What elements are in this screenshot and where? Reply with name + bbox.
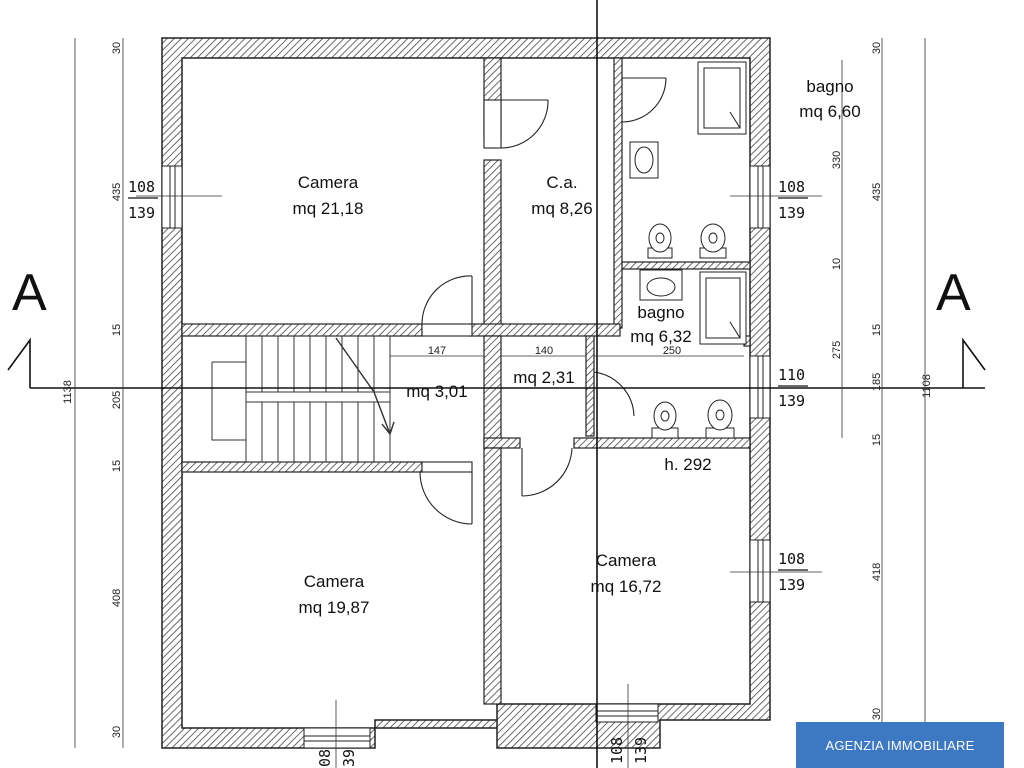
door-bath-lower <box>593 371 635 420</box>
wall-horizontal-corridor-bottom <box>483 437 521 449</box>
door-camera-bottom-right <box>521 447 573 497</box>
shower-lower <box>699 271 747 345</box>
window-right-bottom-w: 108 <box>778 550 805 568</box>
window-label-dividers <box>128 197 808 571</box>
agency-badge-text: AGENZIA IMMOBILIARE <box>825 737 975 753</box>
room-corridor-area: mq 2,31 <box>513 368 574 387</box>
stair-treads-bottom <box>261 402 375 462</box>
room-height-note: h. 292 <box>664 455 711 474</box>
window-labels: 108 139 108 139 110 139 108 139 108 139 … <box>128 178 805 768</box>
room-camera-bottom-right-name: Camera <box>596 551 657 570</box>
section-mark-right: A <box>936 264 971 322</box>
door-camera-top-left <box>421 275 473 337</box>
dim-right-inner-c: 275 <box>831 341 843 359</box>
dim-right-e: 15 <box>871 434 883 446</box>
window-bottom-mid-w: 108 <box>608 737 626 764</box>
wall-vertical-bath-top <box>613 57 623 329</box>
dim-right-inner-a: 330 <box>831 151 843 169</box>
dim-right-f: 418 <box>871 563 883 581</box>
room-camera-bottom-left-area: mq 19,87 <box>299 598 370 617</box>
dim-right-a: 30 <box>871 42 883 54</box>
wall-vertical-center-upper <box>483 159 502 329</box>
dim-left-a: 30 <box>111 42 123 54</box>
room-camera-top-left-name: Camera <box>298 173 359 192</box>
room-bath-lower-name: bagno <box>637 303 684 322</box>
dim-left-g: 30 <box>111 726 123 738</box>
window-left-top-h: 139 <box>128 204 155 222</box>
room-closet-area: mq 8,26 <box>531 199 592 218</box>
dim-left-e: 15 <box>111 460 123 472</box>
door-camera-bottom-left <box>419 461 473 525</box>
dim-corridor-width: 140 <box>535 345 553 357</box>
dim-right-total: 1108 <box>921 374 933 398</box>
window-bottom-left-w: 108 <box>316 749 334 768</box>
room-bath-lower-area: mq 6,32 <box>630 327 691 346</box>
window-bottom-left-h: 139 <box>340 749 358 768</box>
window-right-top <box>749 165 771 229</box>
stair-treads-top <box>261 336 375 392</box>
wall-horizontal-mid-left <box>181 323 423 337</box>
room-camera-bottom-left-name: Camera <box>304 572 365 591</box>
sanitary-fixtures <box>629 61 747 439</box>
window-right-bottom <box>749 539 771 603</box>
dim-left-f: 408 <box>111 589 123 607</box>
wall-horizontal-bath-bottom <box>573 437 751 449</box>
room-bath-upper-name: bagno <box>806 77 853 96</box>
inner-dimensions: 147 140 250 <box>428 345 681 357</box>
window-bottom-mid <box>595 703 659 723</box>
window-right-top-h: 139 <box>778 204 805 222</box>
window-right-mid-h: 139 <box>778 392 805 410</box>
right-dimensions: 1108 30 435 15 185 15 418 30 330 10 275 <box>831 42 933 720</box>
room-stair-hall-area: mq 3,01 <box>406 382 467 401</box>
section-lines <box>7 0 986 768</box>
stair-outline <box>245 335 391 463</box>
room-bath-upper-area: mq 6,60 <box>799 102 860 121</box>
window-bottom-mid-h: 139 <box>632 737 650 764</box>
wall-vertical-stair-corridor <box>483 335 502 447</box>
agency-badge: AGENZIA IMMOBILIARE <box>796 722 1004 768</box>
door-bath-upper <box>621 77 667 123</box>
shower-upper <box>697 61 747 135</box>
wall-horizontal-bath-split <box>621 261 751 270</box>
wall-horizontal-stair-bottom <box>181 461 423 473</box>
interior-walls <box>181 57 751 705</box>
wall-vertical-bottom-center <box>483 447 502 705</box>
dim-left-c: 15 <box>111 324 123 336</box>
dim-left-d: 205 <box>111 391 123 409</box>
room-labels: Camera mq 21,18 C.a. mq 8,26 bagno mq 6,… <box>293 77 861 617</box>
dim-right-d: 185 <box>871 373 883 391</box>
window-right-mid <box>749 355 771 419</box>
window-right-top-w: 108 <box>778 178 805 196</box>
staircase <box>211 335 395 463</box>
dim-right-g: 30 <box>871 708 883 720</box>
window-right-mid-w: 110 <box>778 366 805 384</box>
dim-left-b: 435 <box>111 183 123 201</box>
doors <box>419 77 667 525</box>
dim-bath-width: 250 <box>663 345 681 357</box>
section-mark-left: A <box>12 264 47 322</box>
dim-right-c: 15 <box>871 324 883 336</box>
dimension-lines <box>74 38 926 768</box>
dim-left-total: 1138 <box>62 380 74 404</box>
room-closet-name: C.a. <box>546 173 577 192</box>
door-closet <box>483 99 549 149</box>
room-camera-top-left-area: mq 21,18 <box>293 199 364 218</box>
window-right-bottom-h: 139 <box>778 576 805 594</box>
wall-vertical-corridor-bath <box>585 335 595 437</box>
window-left-top-w: 108 <box>128 178 155 196</box>
room-camera-bottom-right-area: mq 16,72 <box>591 577 662 596</box>
window-openings <box>161 165 771 749</box>
window-bottom-left <box>303 727 371 749</box>
dim-right-inner-b: 10 <box>831 258 843 270</box>
dim-stair-width: 147 <box>428 345 446 357</box>
window-left-top <box>161 165 183 229</box>
section-arrow-right <box>962 337 986 388</box>
section-arrow-left <box>7 337 31 388</box>
left-dimensions: 1138 30 435 15 205 15 408 30 <box>62 42 123 738</box>
dim-right-b: 435 <box>871 183 883 201</box>
